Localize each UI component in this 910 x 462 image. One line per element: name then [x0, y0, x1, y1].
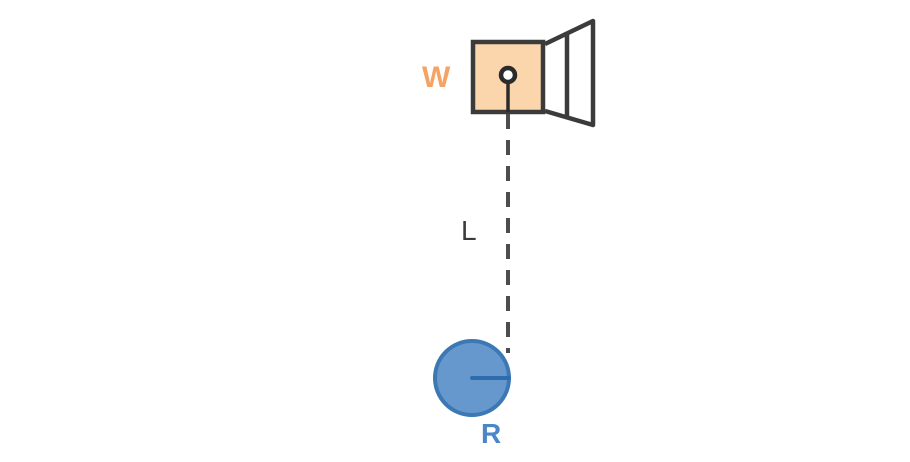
block-label: W	[422, 61, 451, 94]
wall-bracket	[544, 18, 596, 128]
radius-label: R	[481, 418, 501, 449]
length-label: L	[461, 215, 477, 246]
pivot-point	[498, 65, 518, 85]
